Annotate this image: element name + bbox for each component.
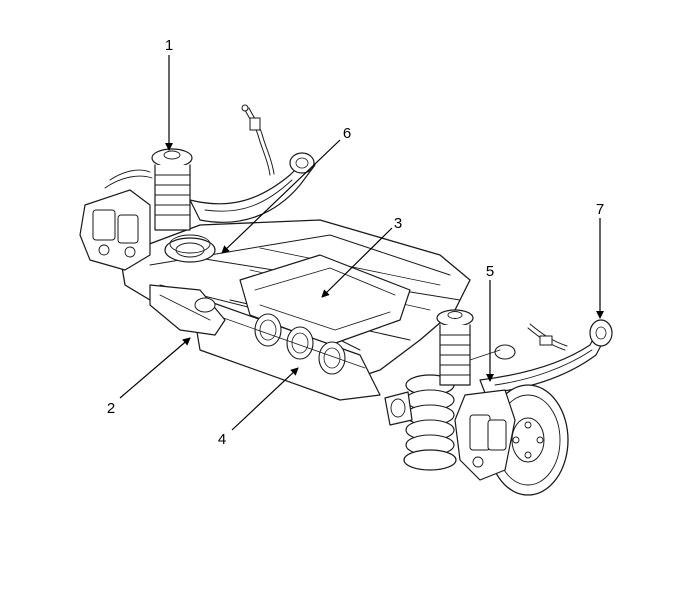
right-knuckle-caliper	[454, 389, 516, 481]
left-upper-arm	[189, 152, 316, 223]
callout-4: 4	[218, 431, 226, 448]
right-cable	[527, 323, 568, 351]
callout-5: 5	[486, 263, 494, 280]
leader-2	[119, 337, 191, 399]
right-coil-spring	[403, 374, 457, 471]
callout-leaders	[119, 55, 604, 431]
right-shock-absorber	[436, 309, 474, 386]
leader-4	[231, 367, 299, 431]
callout-7: 7	[596, 201, 604, 218]
callout-labels: 1 2 3 4 5 6 7	[107, 37, 604, 448]
callout-3: 3	[394, 215, 402, 232]
left-lower-arm	[149, 284, 226, 336]
left-spring	[164, 234, 216, 263]
callout-6: 6	[343, 125, 351, 142]
right-bracket	[469, 344, 516, 361]
left-shock-absorber	[151, 148, 193, 231]
callout-2: 2	[107, 400, 115, 417]
right-mount-bushing	[384, 391, 413, 426]
left-cable	[241, 104, 275, 176]
front-lower-beam	[194, 299, 381, 401]
leader-6	[221, 139, 341, 254]
cross-member	[239, 254, 411, 346]
leader-3	[321, 227, 393, 298]
left-knuckle-brake	[79, 169, 153, 271]
callout-1: 1	[165, 37, 173, 54]
